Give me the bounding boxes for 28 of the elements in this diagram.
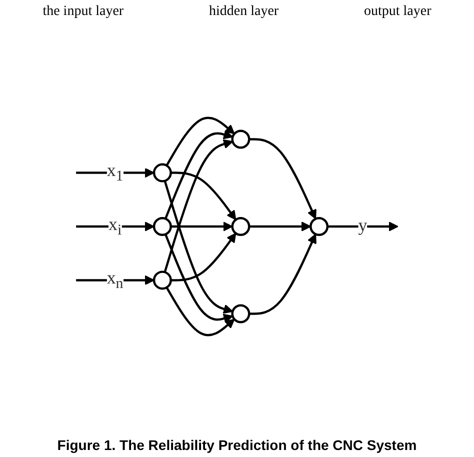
arrow (164, 130, 234, 220)
arrow (164, 180, 234, 314)
node-circle (152, 270, 172, 290)
arrow (249, 138, 316, 220)
layer-label: output layer (364, 4, 432, 20)
arrow (327, 222, 398, 232)
arrow (164, 139, 234, 272)
edge-label: x$_{1}$ (106, 162, 124, 184)
arrow (166, 116, 235, 166)
layer-label: the input layer (42, 4, 124, 20)
figure-caption: Figure 1. The Reliability Prediction of the CNC System (57, 437, 417, 453)
layer-label: hidden layer (209, 4, 279, 20)
arrow (170, 172, 236, 220)
node-circle (231, 130, 250, 149)
edge-label: y (358, 216, 368, 236)
node-circle (152, 163, 172, 182)
arrow (164, 234, 234, 324)
node-circle (152, 217, 172, 236)
arrow (170, 222, 233, 232)
arrow (166, 286, 235, 336)
node-circle (231, 217, 250, 236)
edge-label: x$_{i}$ (108, 215, 122, 238)
arrow (249, 222, 312, 232)
node-circle (310, 217, 329, 236)
node-circle (231, 304, 250, 324)
arrow (249, 234, 316, 315)
edge-label: x$_{n}$ (106, 268, 124, 292)
arrow (170, 232, 236, 282)
